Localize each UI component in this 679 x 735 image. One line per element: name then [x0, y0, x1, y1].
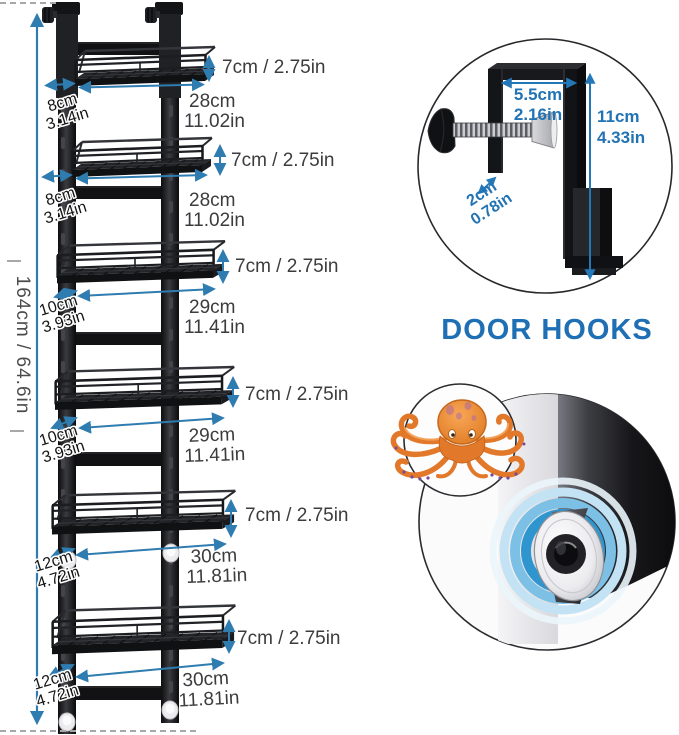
- basket-3-width-cm: 29cm: [189, 297, 236, 318]
- width-arrow-5: [75, 538, 227, 561]
- basket-6-width-in: 11.81in: [177, 687, 240, 712]
- clamp-knob-and-screw: [427, 108, 558, 154]
- width-arrow-2: [75, 168, 208, 185]
- rack-right-rail: [161, 5, 179, 723]
- basket-1-width-cm: 28cm: [189, 91, 236, 112]
- width-arrow-4: [78, 412, 225, 434]
- basket-5-width-label: 30cm 11.81in: [185, 545, 248, 589]
- basket-1-width-in: 11.02in: [184, 111, 245, 132]
- depth-arrow-2: [41, 169, 73, 183]
- width-arrow-3: [77, 283, 216, 302]
- octopus-illustration: [390, 399, 526, 481]
- overall-height-label: 164cm / 64.6in: [12, 275, 33, 415]
- suction-cup: [533, 508, 605, 604]
- basket-2-width-cm: 28cm: [189, 190, 236, 211]
- hook-height-in: 4.33in: [597, 128, 646, 147]
- basket-4-height-label: 7cm / 2.75in: [245, 384, 349, 405]
- basket-4: [53, 365, 236, 412]
- hook-gap-arrow: [477, 176, 497, 195]
- basket-6: [50, 603, 238, 656]
- basket-2-width-in: 11.02in: [184, 210, 245, 231]
- depth-arrow-1: [44, 77, 76, 92]
- hook-height-cm: 11cm: [597, 107, 640, 126]
- basket-1-width-label: 28cm 11.02in: [184, 92, 245, 132]
- width-arrow-6: [75, 657, 225, 683]
- octopus-head-spots: [446, 402, 477, 421]
- hook-width-cm: 5.5cm: [513, 85, 563, 104]
- hook-dimension-arrows: [477, 72, 596, 281]
- height-label-ticks: [7, 260, 24, 432]
- basket-3: [55, 239, 227, 285]
- suction-pad-detail-circle: [418, 393, 676, 651]
- basket-5: [50, 489, 238, 537]
- octopus-suckers: [394, 442, 526, 481]
- depth-arrow-3: [53, 287, 78, 301]
- basket-3-width-in: 11.41in: [184, 317, 245, 338]
- basket-5-height-label: 7cm / 2.75in: [245, 505, 349, 526]
- basket-3-width-label: 29cm 11.41in: [184, 298, 245, 338]
- basket-4-width-label: 29cm 11.41in: [183, 424, 246, 468]
- hook-width-in: 2.16in: [513, 105, 563, 124]
- basket-6-width-label: 30cm 11.81in: [177, 668, 240, 712]
- dimension-arrows: [29, 12, 240, 726]
- width-arrow-1: [78, 78, 205, 94]
- basket-2-width-label: 28cm 11.02in: [184, 191, 245, 231]
- basket-2-height-label: 7cm / 2.75in: [231, 150, 335, 171]
- basket-1-height-label: 7cm / 2.75in: [222, 57, 326, 78]
- hook-height-label: 11cm 4.33in: [597, 106, 645, 148]
- hook-width-label: 5.5cm 2.16in: [493, 85, 583, 125]
- door-hooks-heading: DOOR HOOKS: [441, 314, 653, 346]
- basket-4-width-in: 11.41in: [183, 443, 246, 468]
- basket-5-width-in: 11.81in: [185, 564, 248, 589]
- basket-2: [70, 136, 214, 179]
- octopus-detail-circle: [390, 383, 526, 497]
- octopus-eyes: [448, 429, 476, 439]
- depth-arrow-6: [47, 664, 75, 678]
- basket-3-height-label: 7cm / 2.75in: [235, 256, 339, 277]
- door-edge-illustration: [489, 394, 675, 644]
- depth-arrow-4: [50, 416, 78, 430]
- basket-6-height-label: 7cm / 2.75in: [237, 628, 341, 649]
- door-hook-detail-circle: [417, 38, 673, 294]
- depth-arrow-5: [48, 547, 76, 561]
